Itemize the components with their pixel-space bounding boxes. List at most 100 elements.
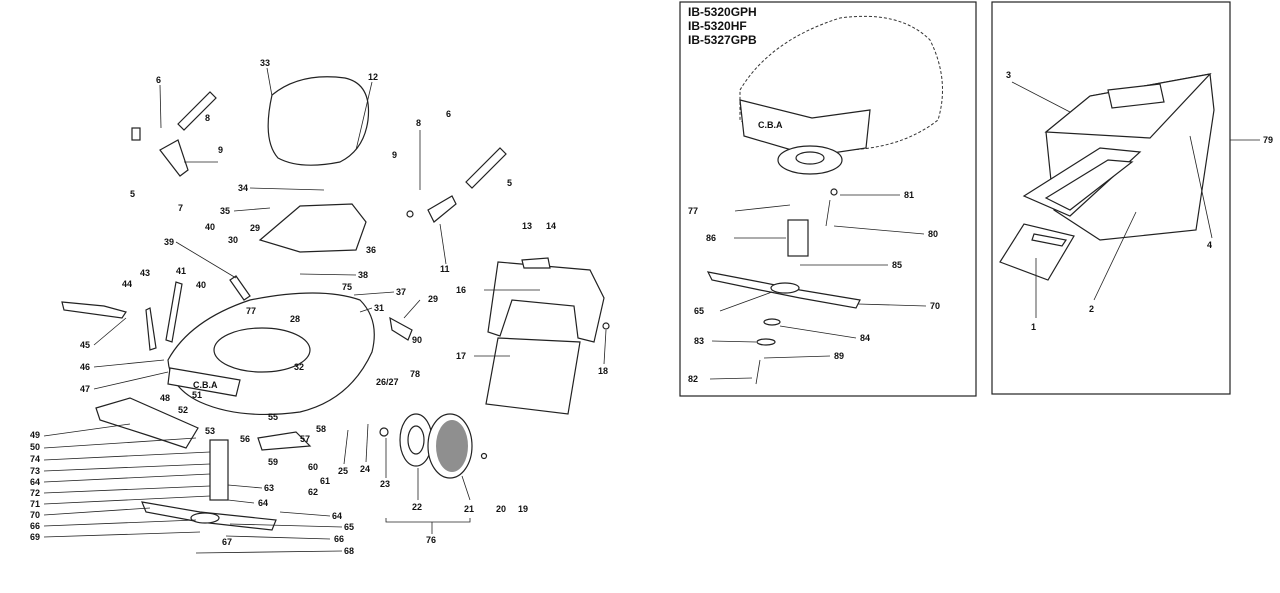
bracket-13-14: [521, 257, 551, 269]
callout-8b: 8: [416, 118, 421, 128]
callout-bag-2: 2: [1089, 304, 1094, 314]
callout-77: 77: [246, 306, 256, 316]
callout-37: 37: [396, 287, 406, 297]
blade-panel-frame: [679, 1, 977, 397]
callout-64c: 64: [332, 511, 342, 521]
callout-72: 72: [30, 488, 40, 498]
blade-hub-85: [770, 282, 800, 294]
callout-52: 52: [178, 405, 188, 415]
callout-b-80: 80: [928, 229, 938, 239]
rod-41: [165, 281, 183, 343]
callout-24: 24: [360, 464, 370, 474]
spacer-stack: [209, 439, 229, 501]
callout-35: 35: [220, 206, 230, 216]
callout-70: 70: [30, 510, 40, 520]
callout-43: 43: [140, 268, 150, 278]
callout-38: 38: [358, 270, 368, 280]
callout-20: 20: [496, 504, 506, 514]
bag-inner-floor: [1044, 159, 1134, 211]
callout-14: 14: [546, 221, 556, 231]
bolt-81: [830, 188, 838, 196]
callout-33: 33: [260, 58, 270, 68]
handle-45: [61, 301, 127, 319]
bag-flap-tab: [1031, 233, 1068, 247]
callout-b-65: 65: [694, 306, 704, 316]
callout-63: 63: [264, 483, 274, 493]
nut-23: [379, 427, 389, 437]
callout-b-82: 82: [688, 374, 698, 384]
wheel-tread: [436, 420, 468, 472]
blade-hub: [190, 512, 220, 524]
callout-75: 75: [342, 282, 352, 292]
spring-39: [229, 275, 251, 301]
callout-45: 45: [80, 340, 90, 350]
callout-47: 47: [80, 384, 90, 394]
engine-cover: [267, 76, 370, 166]
callout-29: 29: [250, 223, 260, 233]
callout-b-85: 85: [892, 260, 902, 270]
callout-59: 59: [268, 457, 278, 467]
callout-32: 32: [294, 362, 304, 372]
deck-front: [167, 367, 241, 397]
callout-56: 56: [240, 434, 250, 444]
callout-b-77: 77: [688, 206, 698, 216]
callout-74: 74: [30, 454, 40, 464]
deck-badge: C.B.A: [758, 120, 783, 130]
callout-40: 40: [205, 222, 215, 232]
callout-78: 78: [410, 369, 420, 379]
blade-panel: IB-5320GPH IB-5320HF IB-5327GPB C.B.A 77…: [688, 5, 943, 385]
callout-69: 69: [30, 532, 40, 542]
callout-13: 13: [522, 221, 532, 231]
rear-flap: [485, 337, 581, 415]
callout-31: 31: [374, 303, 384, 313]
lever-90: [389, 316, 413, 341]
callout-36: 36: [366, 245, 376, 255]
callout-11: 11: [440, 264, 450, 274]
callout-49: 49: [30, 430, 40, 440]
callout-29b: 29: [428, 294, 438, 304]
callout-b-70: 70: [930, 301, 940, 311]
callout-58: 58: [316, 424, 326, 434]
bag-panel: 3 79 4 2 1: [999, 70, 1273, 332]
callout-b-86: 86: [706, 233, 716, 243]
callout-40b: 40: [196, 280, 206, 290]
callout-61: 61: [320, 476, 330, 486]
callout-25: 25: [338, 466, 348, 476]
callout-67: 67: [222, 537, 232, 547]
handle-right: [465, 147, 507, 189]
deflector-62: [257, 431, 312, 451]
handle-bracket-right: [427, 195, 457, 223]
motor-flange-inner: [795, 151, 825, 165]
callout-76: 76: [426, 535, 436, 545]
callout-19: 19: [518, 504, 528, 514]
callout-65: 65: [344, 522, 354, 532]
handle-bracket-left: [159, 139, 189, 177]
model-3: IB-5327GPB: [688, 33, 757, 47]
callout-b-81: 81: [904, 190, 914, 200]
wheel-hub-22-inner: [407, 425, 425, 455]
callout-28: 28: [290, 314, 300, 324]
callout-9b: 9: [392, 150, 397, 160]
callout-66: 66: [30, 521, 40, 531]
callout-9: 9: [218, 145, 223, 155]
model-1: IB-5320GPH: [688, 5, 757, 19]
callout-bag-1: 1: [1031, 322, 1036, 332]
main-exploded-view: C.B.A: [61, 76, 610, 531]
callout-44: 44: [122, 279, 132, 289]
callout-23: 23: [380, 479, 390, 489]
callout-bag-79: 79: [1263, 135, 1273, 145]
deck-opening: [213, 327, 311, 373]
callout-6: 6: [156, 75, 161, 85]
callout-22: 22: [412, 502, 422, 512]
callout-6b: 6: [446, 109, 451, 119]
bolt-9: [406, 210, 414, 218]
washer-84: [763, 318, 781, 326]
callout-39: 39: [164, 237, 174, 247]
callout-55: 55: [268, 412, 278, 422]
callout-41: 41: [176, 266, 186, 276]
callout-71: 71: [30, 499, 40, 509]
rear-flap-frame: [487, 261, 605, 343]
side-chute: [95, 397, 199, 449]
callout-b-84: 84: [860, 333, 870, 343]
callout-30: 30: [228, 235, 238, 245]
